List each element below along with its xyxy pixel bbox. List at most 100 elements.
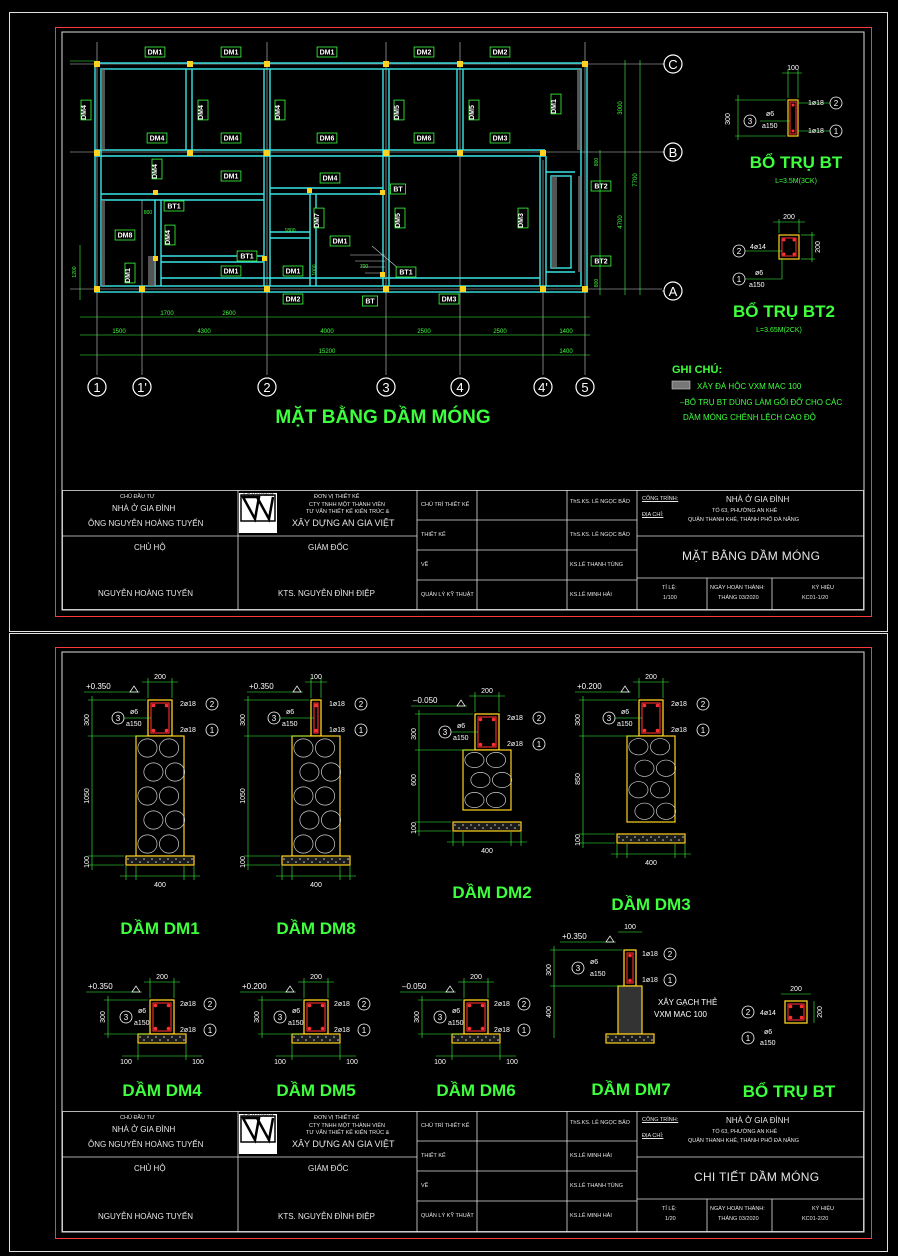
level-5: +0.200 [242, 982, 267, 991]
mark3-5-circle [273, 1010, 287, 1024]
mark1-6-circle [517, 1023, 531, 1037]
stone-cell [165, 810, 185, 830]
beam-tag-8: DM5 [394, 105, 401, 120]
spacing-6: a150 [448, 1020, 464, 1027]
sec-6-bar [480, 1003, 485, 1008]
footing-dot [490, 827, 492, 829]
bt-subtitle: L=3.5M(3CK) [775, 178, 817, 185]
investor-label-2: CHỦ ĐẦU TƯ [120, 1115, 155, 1121]
footing-dot [155, 1036, 157, 1038]
mark3-7: 3 [576, 964, 581, 973]
sec-5-bar [307, 1026, 312, 1031]
footing-dot [481, 1039, 483, 1041]
rebar-bot-4: 2ø18 [180, 1027, 196, 1034]
footing-dot [155, 861, 157, 863]
footing-dot [297, 1039, 299, 1041]
bt-mark-3: 3 [748, 117, 753, 126]
level-5-marker [285, 985, 295, 993]
address-label: ĐỊA CHỈ: [642, 512, 664, 518]
beam-tag-18: DM8 [118, 233, 133, 240]
dim-4300: 4300 [197, 329, 211, 335]
project-name: NHÀ Ở GIA ĐÌNH [726, 495, 790, 504]
address-line-2-2: QUẬN THANH KHÊ, THÀNH PHỐ ĐÀ NẴNG [688, 1138, 800, 1144]
footing-dot [343, 861, 345, 863]
stone-0 [135, 735, 185, 857]
beam-tag-26-box [329, 235, 351, 247]
dim-htop-6: 300 [414, 1011, 421, 1023]
beam-tag-11: DM4 [224, 136, 239, 143]
footing-dot [307, 858, 309, 860]
mark2-0-circle [205, 697, 219, 711]
sec-6-bar [467, 1003, 472, 1008]
column-tag-1: BT1 [240, 254, 253, 261]
spacing-1: a150 [282, 721, 298, 728]
beam-tag-14-box [489, 132, 511, 144]
sec-3-outline [638, 699, 664, 737]
sec-6-stirrup [466, 1002, 486, 1032]
date-1: THÁNG 03/2020 [718, 595, 759, 601]
project-label: CÔNG TRÌNH: [642, 496, 679, 502]
bt2-title: BỔ TRỤ BT2 [733, 302, 835, 321]
grid-row-label: B [669, 145, 678, 160]
footing-dot [167, 858, 169, 860]
mark3-1: 3 [272, 714, 277, 723]
mark3-4-circle [119, 1010, 133, 1024]
mark1-7-circle [663, 973, 677, 987]
brick-wall [617, 985, 643, 1035]
sec-4-bar [166, 1026, 171, 1031]
dim-1500: 1500 [112, 329, 126, 335]
dim-w-4: 200 [156, 974, 168, 981]
footing-dot [478, 824, 480, 826]
footing-dot [453, 1036, 455, 1038]
footing-dot [135, 858, 137, 860]
footing-dot [611, 1039, 613, 1041]
dim-1200: 1200 [72, 266, 78, 277]
beam-detail-0: +0.35020030010501004003ø6a1502ø182ø1821D… [84, 674, 219, 938]
mark1-0-circle [205, 723, 219, 737]
column-tag-1-box [236, 250, 258, 262]
footing-dot [462, 824, 464, 826]
footing-dot [619, 1039, 621, 1041]
footing-dot [643, 1039, 645, 1041]
beam-title-7: DẦM DM7 [591, 1080, 670, 1099]
beam-tag-26: DM1 [333, 239, 348, 246]
footing-dot [477, 1036, 479, 1038]
stone-cell [628, 738, 649, 756]
address-label-2: ĐỊA CHỈ: [642, 1133, 664, 1139]
dim-w-5: 200 [310, 974, 322, 981]
footing-dot [631, 1036, 633, 1038]
beam-tag-9-box [468, 99, 480, 121]
mark2-4: 2 [208, 1000, 213, 1009]
dim-800: 800 [144, 210, 153, 216]
wall-note-2: VXM MAC 100 [654, 1010, 707, 1019]
bt2-h: 200 [817, 1006, 824, 1018]
footing-dot [678, 839, 680, 841]
designer-line-1-2: CTY TNHH MỘT THÀNH VIÊN [309, 1123, 385, 1129]
sec-2-bar [478, 742, 483, 747]
beam-tag-11-box [220, 132, 242, 144]
footing-dot [465, 1039, 467, 1041]
mark3-6: 3 [438, 1013, 443, 1022]
sec-3-bar [655, 728, 660, 733]
mark1-1-circle [354, 723, 368, 737]
footing-dot [493, 1036, 495, 1038]
mark3-2: 3 [443, 728, 448, 737]
footing-dot [333, 1036, 335, 1038]
sec-5-bar [307, 1003, 312, 1008]
owner-name: NGUYỄN HOÀNG TUYẾN [98, 589, 193, 598]
stone-cell [137, 786, 158, 806]
footing-dot [303, 861, 305, 863]
beam-tag-27: DM2 [286, 297, 301, 304]
sec-6-bar [480, 1026, 485, 1031]
sec-7-bar [628, 953, 632, 958]
mark2-2: 2 [537, 714, 542, 723]
footing-dot [670, 839, 672, 841]
footing-dot [317, 1036, 319, 1038]
sec-5-stirrup [306, 1002, 326, 1032]
title-block-1: CHỦ ĐẦU TƯ NHÀ Ở GIA ĐÌNH ÔNG NGUYỄN HOÀ… [62, 490, 864, 610]
beam-tag-18-box [114, 229, 136, 241]
beam-tag-15: DM1 [224, 174, 239, 181]
bt-rebar-top: 1ø18 [808, 100, 824, 107]
mark1-6: 1 [522, 1026, 527, 1035]
mark2-7-circle [663, 947, 677, 961]
